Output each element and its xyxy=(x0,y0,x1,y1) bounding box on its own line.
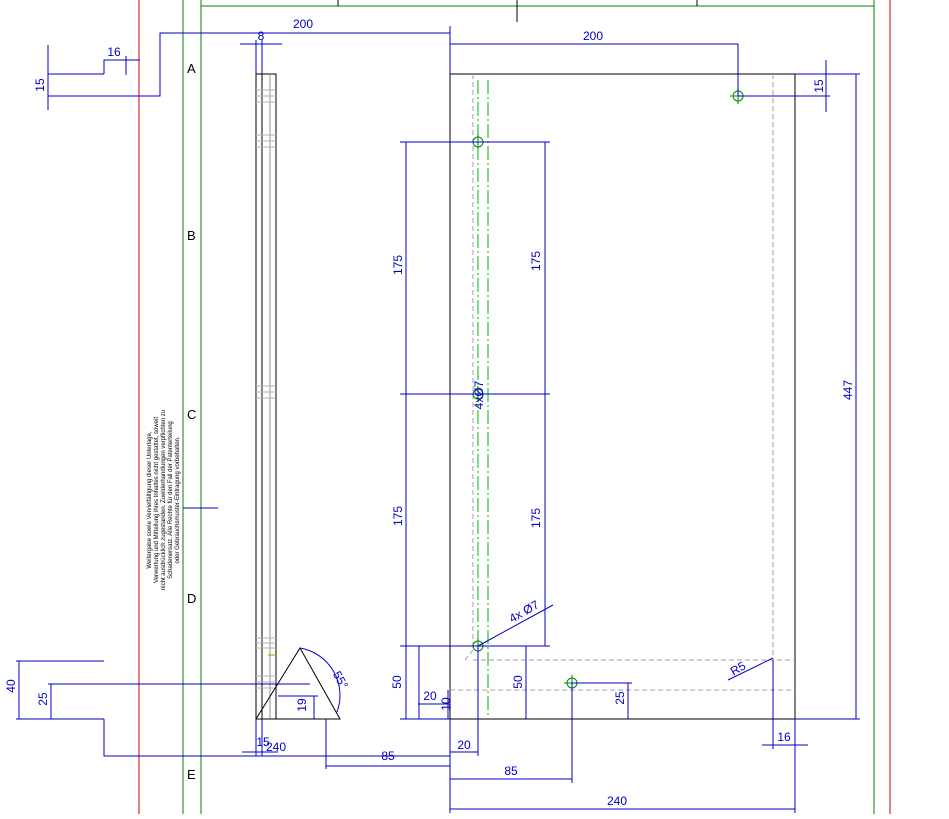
dim-20: 20 xyxy=(423,689,437,703)
dim-175: 175 xyxy=(529,508,543,528)
dim-40: 40 xyxy=(4,679,18,693)
note-line: Weitergabe sowie Vervielfältigung dieser… xyxy=(147,431,153,569)
note-line: Verwertung und Mitteilung ihres Inhaltes… xyxy=(154,417,160,583)
dim-85-left: 85 xyxy=(381,749,395,763)
copyright-note: Weitergabe sowie Vervielfältigung dieser… xyxy=(147,410,181,590)
dim-holes-4x: 4x Ø7 xyxy=(507,597,542,625)
dim-15-bottom: 15 xyxy=(256,735,270,749)
dim-25-left: 25 xyxy=(36,692,50,706)
dim-15-top: 15 xyxy=(33,78,47,92)
dim-16-top: 16 xyxy=(107,45,121,59)
zone-label-e: E xyxy=(187,767,196,782)
dim-175: 175 xyxy=(529,251,543,271)
note-line: Schadenersatz. Alle Rechte für den Fall … xyxy=(168,421,174,579)
dim-10: 10 xyxy=(439,697,453,711)
dim-15-right: 15 xyxy=(812,79,826,93)
dim-240-left: 240 xyxy=(266,740,286,754)
zone-label-b: B xyxy=(187,228,196,243)
dim-447: 447 xyxy=(841,380,855,400)
dim-8: 8 xyxy=(258,29,265,43)
dim-r5: R5 xyxy=(728,658,749,678)
note-line: oder Gebrauchsmuster-Eintragung vorbehal… xyxy=(175,436,181,563)
dim-angle-55: 55° xyxy=(330,669,351,692)
dim-20-bottom: 20 xyxy=(457,738,471,752)
side-view xyxy=(255,73,341,720)
drawing-frame xyxy=(138,0,891,814)
dim-240-bottom: 240 xyxy=(607,794,627,808)
dim-50: 50 xyxy=(390,675,404,689)
mounting-holes xyxy=(470,88,746,691)
dim-200-top-right: 200 xyxy=(583,29,603,43)
note-line: nicht ausdrücklich zugestanden. Zuwiderh… xyxy=(161,410,167,590)
dim-25-right: 25 xyxy=(613,691,627,705)
front-view xyxy=(449,73,796,720)
zone-label-c: C xyxy=(187,407,196,422)
dim-85-right: 85 xyxy=(504,764,518,778)
zone-label-a: A xyxy=(187,61,196,76)
dim-19: 19 xyxy=(295,698,309,712)
zone-label-d: D xyxy=(187,591,196,606)
dim-200-top-left: 200 xyxy=(293,17,313,31)
dim-hole-mid: 4xØ7 xyxy=(472,380,486,409)
dimension-lines xyxy=(16,26,860,813)
dim-175: 175 xyxy=(391,506,405,526)
dim-16-bottom: 16 xyxy=(777,730,791,744)
dimension-texts: 200 200 8 16 15 15 175 175 175 175 447 4… xyxy=(4,17,855,808)
dim-175: 175 xyxy=(391,255,405,275)
dim-50: 50 xyxy=(511,675,525,689)
